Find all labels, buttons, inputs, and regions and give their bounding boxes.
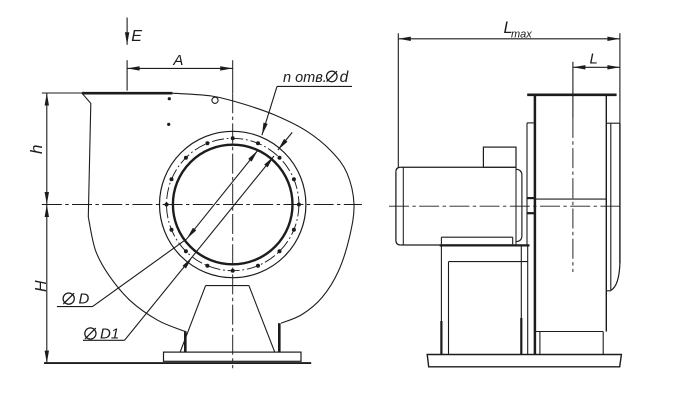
svg-text:d: d [340, 69, 350, 86]
svg-text:h: h [27, 145, 46, 154]
svg-text:D1: D1 [100, 326, 119, 343]
svg-text:n отв.: n отв. [283, 70, 327, 86]
svg-text:L: L [504, 19, 513, 37]
svg-text:H: H [33, 280, 50, 292]
svg-text:L: L [590, 51, 598, 68]
svg-text:D: D [79, 291, 90, 308]
svg-text:E: E [131, 28, 142, 45]
svg-text:max: max [511, 29, 532, 41]
svg-text:A: A [172, 52, 183, 69]
